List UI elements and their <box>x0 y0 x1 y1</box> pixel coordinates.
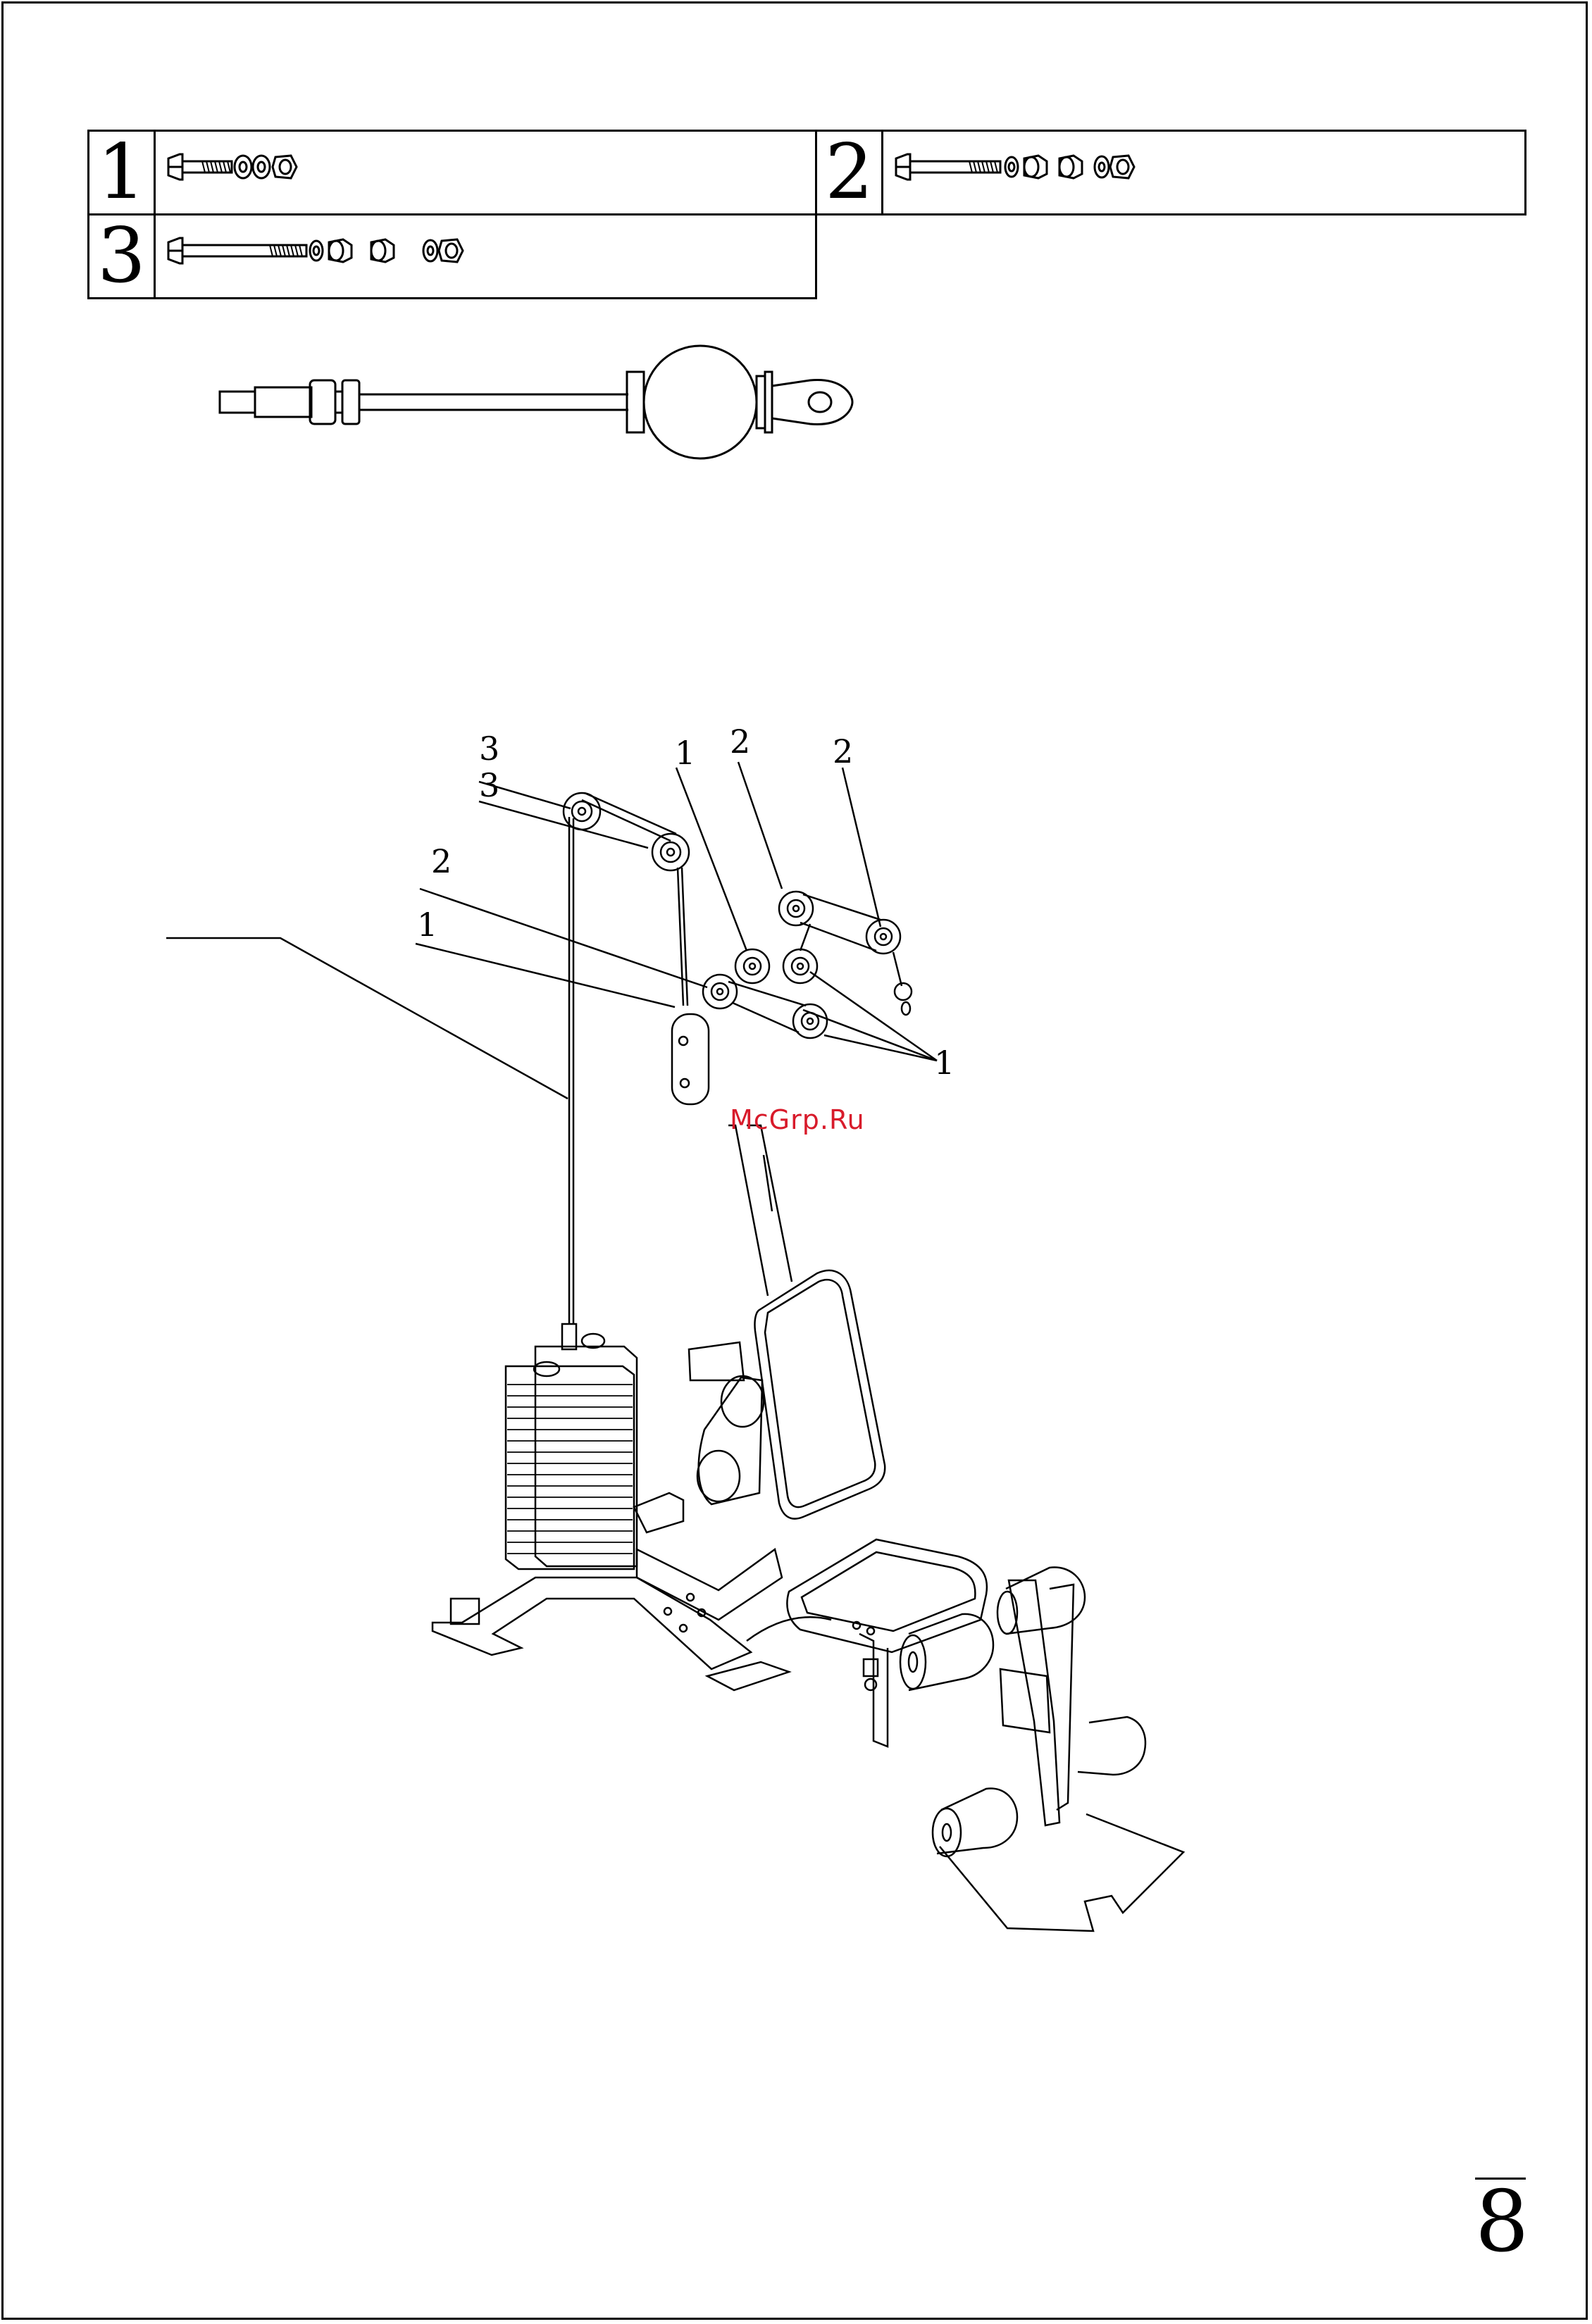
callout-2-right: 2 <box>833 735 853 768</box>
callout-2-top: 2 <box>730 725 750 758</box>
callout-1-top: 1 <box>675 737 695 769</box>
leader-line-cable <box>166 938 568 1099</box>
pulley-group-middle <box>672 892 912 1104</box>
callout-2-left: 2 <box>431 845 452 877</box>
page-number: 8 <box>1475 2180 1526 2265</box>
leg-pads <box>900 1568 1145 1856</box>
callout-3-a: 3 <box>479 732 499 765</box>
floor-plate <box>940 1814 1183 1931</box>
weight-stack <box>506 1324 637 1569</box>
callout-1-right: 1 <box>934 1047 954 1079</box>
machine-base <box>433 1493 831 1690</box>
pulley-group-top <box>564 793 689 1324</box>
callout-1-left: 1 <box>417 908 437 941</box>
seat-backrest <box>689 1270 885 1519</box>
watermark-text: McGrp.Ru <box>730 1104 865 1135</box>
callout-3-b: 3 <box>479 769 499 801</box>
seat-cushion <box>787 1539 987 1747</box>
frame-upright <box>728 1125 792 1296</box>
